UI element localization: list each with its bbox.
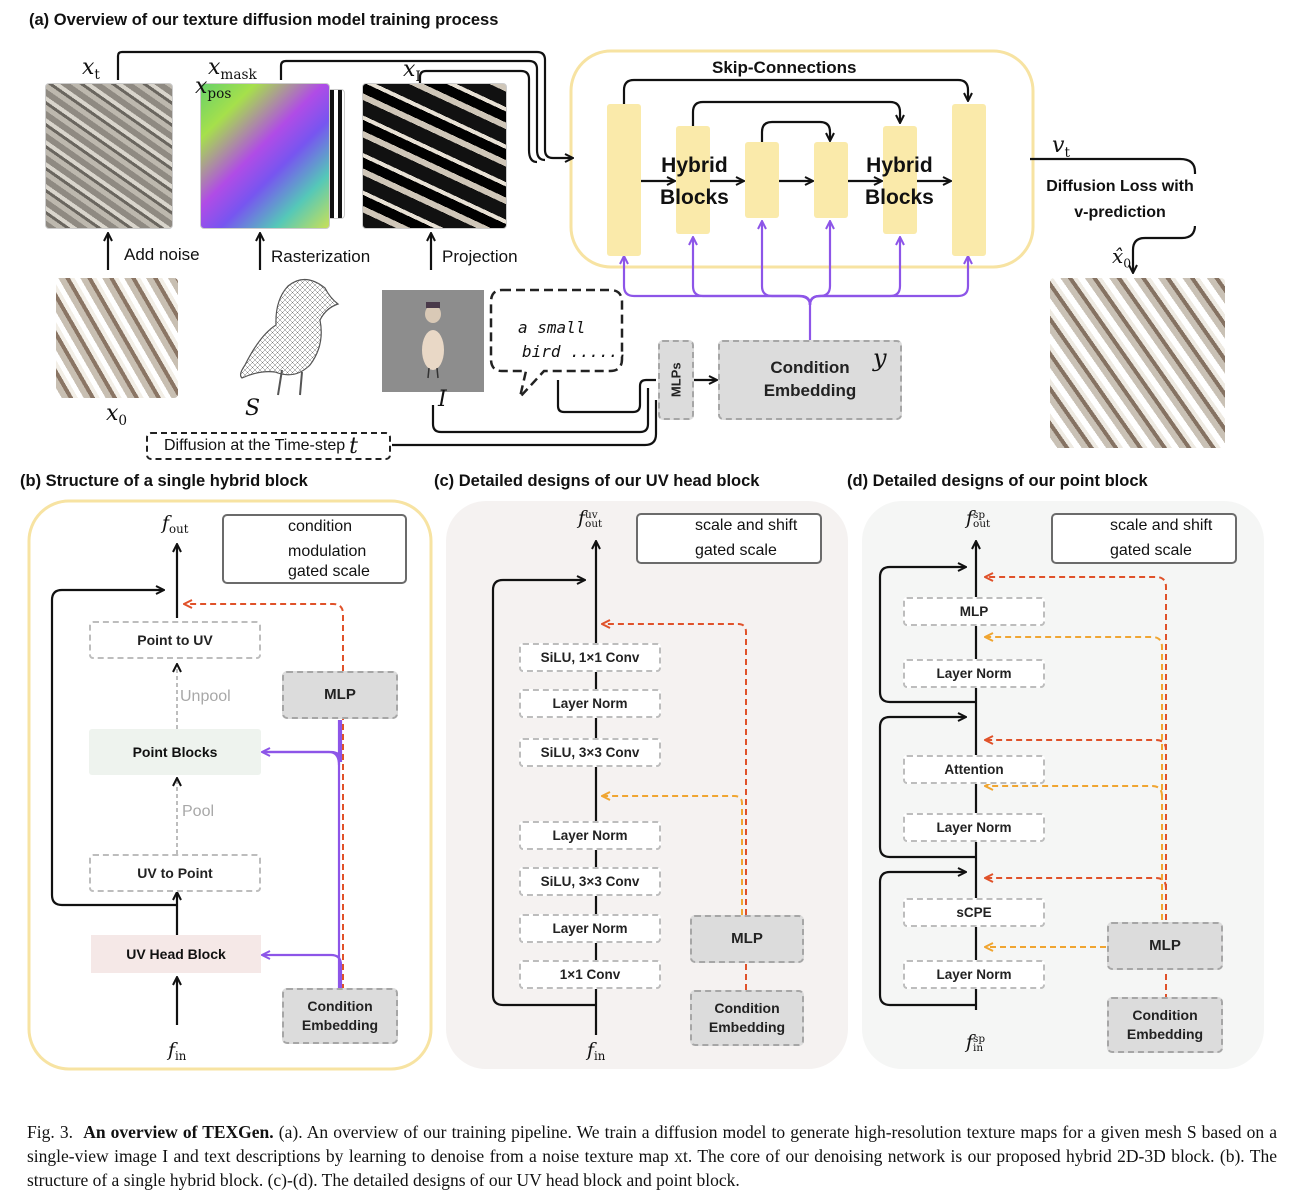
caption-fig-number: Fig. 3. xyxy=(27,1122,73,1142)
c-layer-6: 1×1 Conv xyxy=(519,960,661,989)
xt-label: xt xyxy=(82,55,100,83)
unpool-label: Unpool xyxy=(180,688,231,706)
c-layer-5: Layer Norm xyxy=(519,914,661,943)
xmask-label: xmask xyxy=(208,55,257,83)
unet-block-1 xyxy=(607,104,641,256)
legend-scale-shift: scale and shift xyxy=(695,517,798,534)
f-in-uv-label: fin xyxy=(587,1039,606,1064)
legend-gated-scale: gated scale xyxy=(288,563,370,580)
point-to-uv-box: Point to UV xyxy=(89,621,261,659)
d-layer-0: MLP xyxy=(903,597,1045,626)
unet-block-6 xyxy=(952,104,986,256)
uv-to-point-box: UV to Point xyxy=(89,854,261,892)
x0-label: x0 xyxy=(106,401,128,429)
position-texture-image xyxy=(200,83,330,229)
f-out-label: fout xyxy=(162,512,189,537)
d-layer-2: Attention xyxy=(903,755,1045,784)
xI-label: xI xyxy=(403,57,421,85)
uv-head-block-box: UV Head Block xyxy=(91,935,261,973)
text-bubble xyxy=(489,288,624,402)
legend-gated-scale: gated scale xyxy=(695,542,777,559)
panel-b-mlp-box: MLP xyxy=(282,671,398,719)
caption-bold-title: An overview of TEXGen. xyxy=(83,1122,274,1142)
figure-caption: Fig. 3. An overview of TEXGen. (a). An o… xyxy=(27,1120,1277,1192)
d-layer-3: Layer Norm xyxy=(903,813,1045,842)
legend-condition: condition xyxy=(288,518,353,535)
c-layer-3: Layer Norm xyxy=(519,821,661,850)
pool-label: Pool xyxy=(182,803,215,821)
vt-label: vt xyxy=(1052,133,1070,161)
c-layer-2: SiLU, 3×3 Conv xyxy=(519,738,661,767)
condition-image xyxy=(382,290,484,392)
panel-c-legend: scale and shift gated scale xyxy=(636,513,822,564)
panel-d-mlp-box: MLP xyxy=(1107,922,1223,970)
d-layer-5: Layer Norm xyxy=(903,960,1045,989)
point-blocks-box: Point Blocks xyxy=(89,729,261,775)
text-prompt: a small bird ...... xyxy=(518,318,628,361)
panel-b-title: (b) Structure of a single hybrid block xyxy=(20,472,308,490)
predicted-texture-image xyxy=(1050,278,1225,448)
condition-embedding-box: Condition Embedding xyxy=(718,340,902,420)
caption-text: (a). An overview of our training pipelin… xyxy=(27,1122,1277,1190)
y-label: y xyxy=(873,344,887,372)
legend-modulation: modulation xyxy=(288,543,367,560)
add-noise-label: Add noise xyxy=(124,245,200,264)
legend-scale-shift: scale and shift xyxy=(1110,517,1213,534)
projected-texture-image xyxy=(362,83,507,229)
noisy-texture-image xyxy=(45,83,173,229)
panel-a-title: (a) Overview of our texture diffusion mo… xyxy=(29,11,499,29)
legend-gated-scale: gated scale xyxy=(1110,542,1192,559)
panel-d-title: (d) Detailed designs of our point block xyxy=(847,472,1148,490)
unet-block-2 xyxy=(676,126,710,234)
c-layer-0: SiLU, 1×1 Conv xyxy=(519,643,661,672)
panel-c-title: (c) Detailed designs of our UV head bloc… xyxy=(434,472,760,490)
rasterization-label: Rasterization xyxy=(271,247,371,266)
panel-b-legend: condition modulation gated scale xyxy=(222,514,407,584)
panel-d-legend: scale and shift gated scale xyxy=(1051,513,1237,564)
projection-label: Projection xyxy=(442,247,518,266)
panel-b-frame xyxy=(27,499,433,1071)
c-layer-1: Layer Norm xyxy=(519,689,661,718)
d-layer-4: sCPE xyxy=(903,898,1045,927)
mesh-S-label: S xyxy=(245,396,261,421)
x0hat-label: x̂0 xyxy=(1112,244,1132,271)
mlps-box: MLPs xyxy=(658,340,694,420)
f-in-label: fin xyxy=(168,1039,187,1064)
bird-photo-icon xyxy=(422,302,444,379)
unet-block-3 xyxy=(745,142,779,218)
c-layer-4: SiLU, 3×3 Conv xyxy=(519,867,661,896)
panel-c-mlp-box: MLP xyxy=(690,915,804,963)
unet-block-4 xyxy=(814,142,848,218)
clean-texture-image xyxy=(56,278,178,398)
unet-block-5 xyxy=(883,126,917,234)
xpos-label: xpos xyxy=(195,74,232,102)
bird-mesh-icon xyxy=(239,278,340,396)
skip-connections-label: Skip-Connections xyxy=(712,58,857,77)
image-I-label: I xyxy=(438,387,447,412)
d-layer-1: Layer Norm xyxy=(903,659,1045,688)
